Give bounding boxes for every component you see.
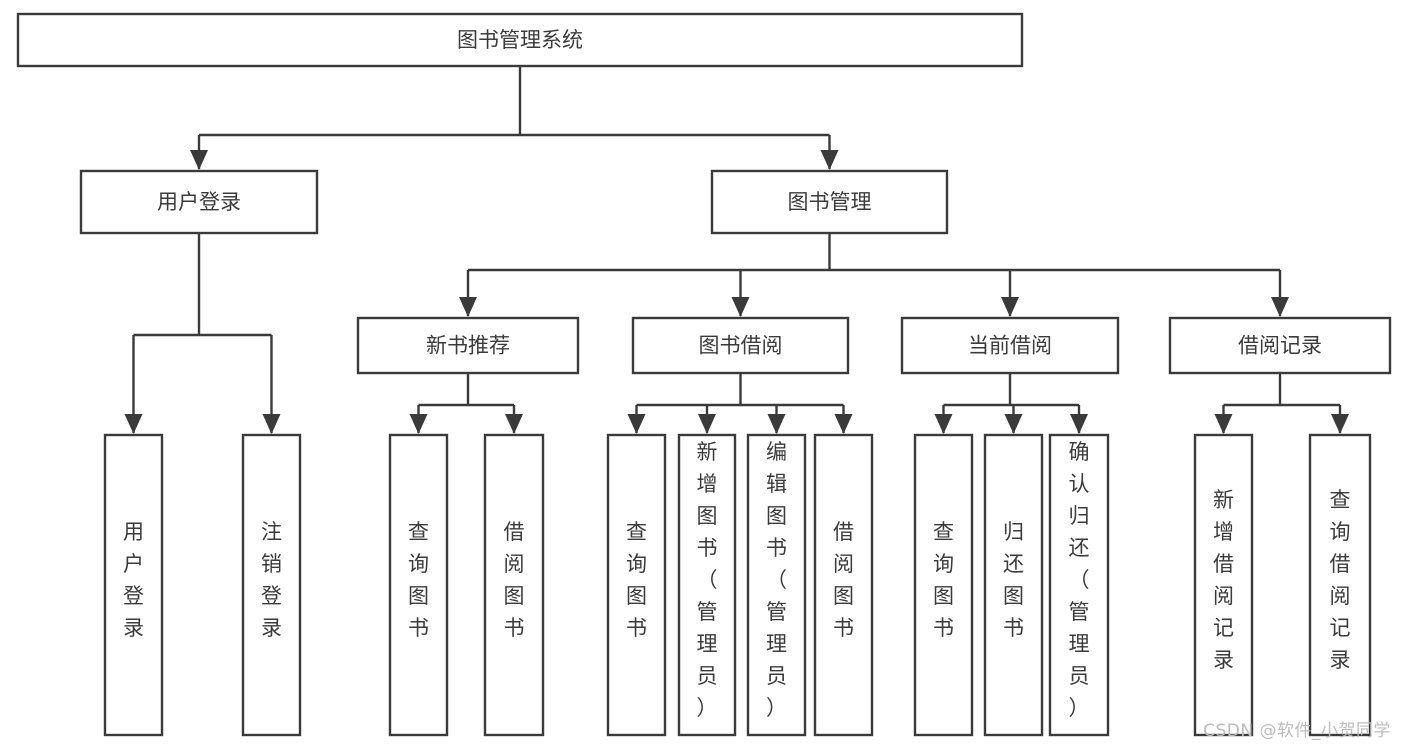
node-label-leaf-user-login: 用户登录 [123,520,144,640]
node-box-leaf-borrow-book-recommend [483,433,545,737]
node-label-leaf-edit-book-admin: 编辑图书（管理员） [766,440,787,720]
node-box-leaf-query-book-borrow [606,433,667,737]
node-box-leaf-borrow-book [813,433,874,737]
arrow-head-icon-leaf-edit-book-admin [767,414,786,434]
node-leaf-query-borrow-record[interactable]: 查询借阅记录 [1308,433,1372,737]
node-leaf-borrow-book[interactable]: 借阅图书 [813,433,874,737]
node-leaf-add-borrow-record[interactable]: 新增借阅记录 [1193,433,1254,737]
node-label-leaf-add-book-admin: 新增图书（管理员） [697,440,718,720]
node-user-login[interactable]: 用户登录 [79,169,319,235]
arrow-head-icon-leaf-query-book-borrow [627,414,646,434]
arrow-head-icon-leaf-add-book-admin [698,414,716,434]
node-leaf-logout[interactable]: 注销登录 [241,433,302,737]
node-box-current-borrow [900,316,1120,375]
node-layer: 图书管理系统用户登录图书管理新书推荐图书借阅当前借阅借阅记录用户登录注销登录查询… [16,12,1392,737]
arrow-head-icon-leaf-user-login [124,414,143,434]
node-box-book-borrow [631,316,850,375]
arrow-head-icon-book-borrow [731,297,750,317]
node-label-current-borrow: 当前借阅 [968,334,1052,358]
node-box-borrow-record [1168,316,1392,375]
node-label-book-manage: 图书管理 [788,190,872,214]
node-leaf-query-book-recommend[interactable]: 查询图书 [388,433,449,737]
node-label-leaf-borrow-book-recommend: 借阅图书 [504,520,525,640]
node-label-leaf-query-book-borrow: 查询图书 [626,520,647,640]
arrow-head-icon-new-book-recommend [459,297,477,317]
node-box-leaf-add-borrow-record [1193,433,1254,737]
node-label-leaf-confirm-return-admin: 确认归还（管理员） [1069,440,1090,720]
node-label-leaf-query-book-current: 查询图书 [933,520,954,640]
node-leaf-user-login[interactable]: 用户登录 [103,433,164,737]
arrow-head-icon-leaf-query-borrow-record [1331,414,1349,434]
arrow-head-icon-leaf-logout [262,414,281,434]
node-leaf-query-book-borrow[interactable]: 查询图书 [606,433,667,737]
node-label-leaf-borrow-book: 借阅图书 [833,520,854,640]
arrow-head-icon-leaf-confirm-return-admin [1070,414,1088,434]
node-label-new-book-recommend: 新书推荐 [426,334,510,358]
arrow-head-icon-user-login [190,150,208,170]
node-box-leaf-query-borrow-record [1308,433,1372,737]
node-leaf-query-book-current[interactable]: 查询图书 [913,433,974,737]
node-box-user-login [79,169,319,235]
node-label-leaf-query-book-recommend: 查询图书 [408,520,429,640]
arrow-head-icon-leaf-return-book [1004,414,1023,434]
node-book-manage[interactable]: 图书管理 [710,169,949,235]
node-box-leaf-return-book [983,433,1044,737]
node-box-leaf-logout [241,433,302,737]
node-box-root [16,12,1024,68]
node-box-leaf-confirm-return-admin [1048,433,1110,737]
node-label-leaf-query-borrow-record: 查询借阅记录 [1330,488,1351,672]
node-leaf-return-book[interactable]: 归还图书 [983,433,1044,737]
node-box-leaf-user-login [103,433,164,737]
connector-layer [124,66,1349,434]
arrow-head-icon-leaf-query-book-current [934,414,953,434]
node-box-new-book-recommend [356,316,580,375]
node-current-borrow[interactable]: 当前借阅 [900,316,1120,375]
node-box-leaf-edit-book-admin [746,433,807,737]
node-box-leaf-add-book-admin [677,433,737,737]
node-leaf-borrow-book-recommend[interactable]: 借阅图书 [483,433,545,737]
arrow-head-icon-leaf-query-book-recommend [409,414,428,434]
node-leaf-edit-book-admin[interactable]: 编辑图书（管理员） [746,433,807,737]
node-box-book-manage [710,169,949,235]
node-leaf-add-book-admin[interactable]: 新增图书（管理员） [677,433,737,737]
node-box-leaf-query-book-recommend [388,433,449,737]
arrow-head-icon-leaf-borrow-book [834,414,853,434]
node-label-borrow-record: 借阅记录 [1238,334,1322,358]
node-new-book-recommend[interactable]: 新书推荐 [356,316,580,375]
node-label-book-borrow: 图书借阅 [699,334,783,358]
node-root[interactable]: 图书管理系统 [16,12,1024,68]
arrow-head-icon-leaf-borrow-book-recommend [505,414,523,434]
node-label-leaf-logout: 注销登录 [261,520,282,640]
arrow-head-icon-current-borrow [1001,297,1019,317]
arrow-head-icon-borrow-record [1271,297,1289,317]
node-book-borrow[interactable]: 图书借阅 [631,316,850,375]
node-label-leaf-add-borrow-record: 新增借阅记录 [1213,488,1234,672]
node-leaf-confirm-return-admin[interactable]: 确认归还（管理员） [1048,433,1110,737]
node-label-root: 图书管理系统 [457,28,583,52]
node-label-user-login: 用户登录 [157,190,241,214]
node-label-leaf-return-book: 归还图书 [1003,520,1024,640]
node-box-leaf-query-book-current [913,433,974,737]
arrow-head-icon-book-manage [820,150,839,170]
arrow-head-icon-leaf-add-borrow-record [1214,414,1233,434]
node-borrow-record[interactable]: 借阅记录 [1168,316,1392,375]
